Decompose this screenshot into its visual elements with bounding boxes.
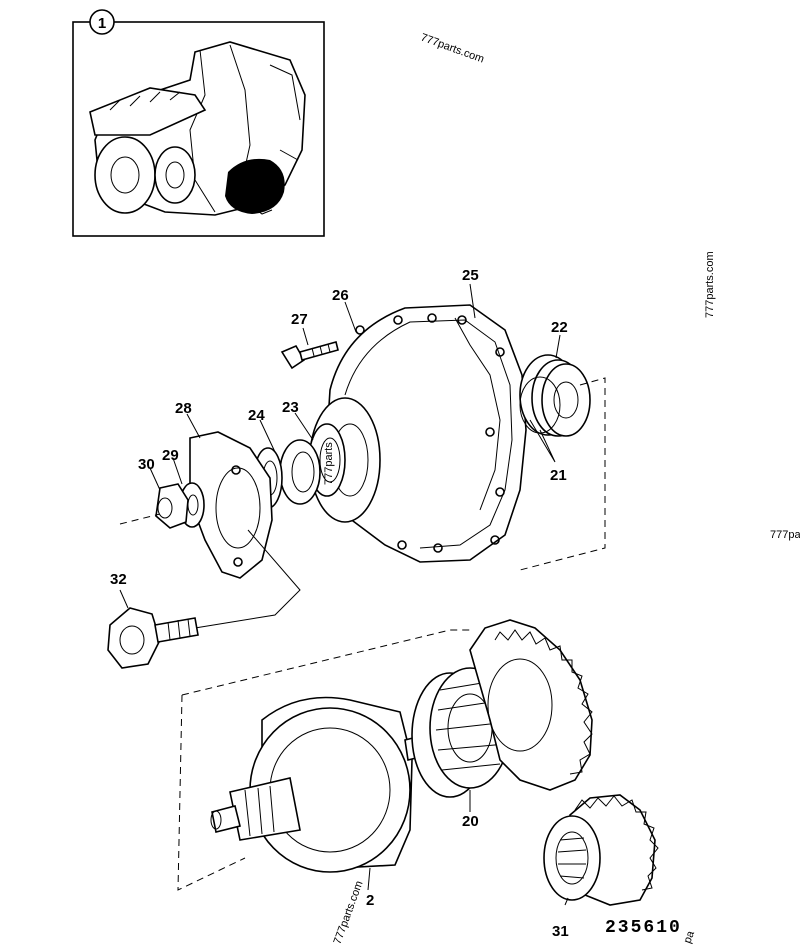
bolt-part-32 [107,607,199,669]
clutch-drum-part-2 [210,696,429,873]
nut-part-30 [155,483,189,529]
cover-bolt-holes [355,313,505,553]
watermark-corner: pa [682,929,698,945]
leader-bolt-32 [194,529,301,629]
bearing-part-23 [279,423,346,505]
explode-line-cover [519,377,606,571]
label-32: 32 [110,571,127,588]
watermark-center: 777parts [323,442,335,485]
watermark-top: 777parts.com [419,32,486,66]
label-29: 29 [162,447,179,464]
splined-gear-part-31 [543,794,659,906]
watermark-edge: 777pa [770,529,800,541]
inset-panel: 1 [72,9,325,237]
cover-housing-part-25 [309,304,527,563]
large-gear [469,619,593,791]
label-28: 28 [175,400,192,417]
explode-line-lower [177,694,246,891]
label-22: 22 [551,319,568,336]
watermark-bottom: 777parts.com [332,879,366,946]
inset-callout-number: 1 [98,15,106,32]
part-labels: 25 26 27 22 21 23 24 28 29 30 32 20 2 31 [110,267,569,940]
explode-line-lower-top [181,629,470,696]
drawing-number: 235610 [605,918,682,938]
label-20: 20 [462,813,479,830]
label-21: 21 [550,467,567,484]
label-30: 30 [138,456,155,473]
flange-yoke-part-28 [189,431,273,579]
inset-callout-circle [89,9,115,35]
watermark-right: 777parts.com [704,251,716,318]
leader-lines [119,283,569,906]
label-31: 31 [552,923,569,940]
label-25: 25 [462,267,479,284]
label-26: 26 [332,287,349,304]
label-2: 2 [366,892,374,909]
label-23: 23 [282,399,299,416]
transmission-assembly-image [89,41,306,216]
label-24: 24 [248,407,265,424]
label-27: 27 [291,311,308,328]
explode-line-axis [119,513,161,525]
bolt-part-27 [280,341,339,370]
springs-part-22 [519,354,591,437]
